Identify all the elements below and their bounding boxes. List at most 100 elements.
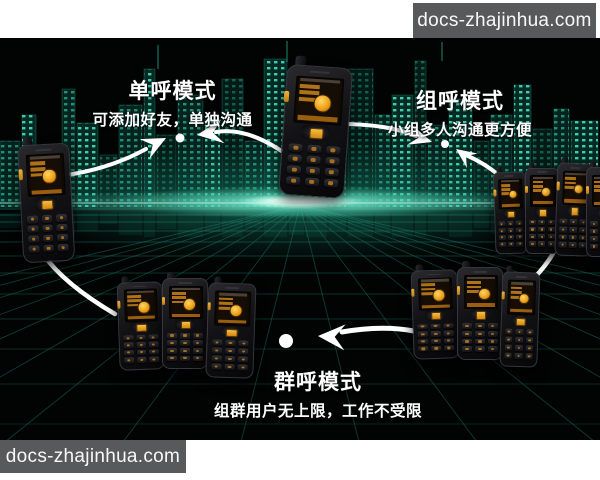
phone-antenna (462, 261, 470, 270)
intercom-phone (499, 265, 541, 368)
phone-side-button (501, 291, 505, 300)
phone-dpad (175, 319, 195, 330)
phone-dpad (34, 196, 58, 212)
phone-side-button (410, 289, 415, 298)
phone-antenna (167, 272, 175, 281)
phone-keypad (590, 221, 600, 250)
intercom-phone (116, 275, 165, 371)
phone-center-key (180, 321, 192, 330)
phone-screen (418, 276, 453, 311)
label-mass-call-mode: 群呼模式 组群用户无上限，工作不受限 (193, 366, 443, 421)
phone-side-button (161, 296, 166, 305)
phone-screen-logo (477, 287, 491, 301)
phone-center-key (136, 323, 148, 332)
phone-speaker (598, 170, 600, 173)
phone-center-key (570, 207, 580, 216)
intercom-phone (410, 263, 460, 360)
intercom-phone (17, 135, 76, 264)
phone-side-button (525, 185, 528, 194)
phone-keypad (498, 220, 524, 248)
phone-speaker (309, 70, 331, 75)
phone-body (410, 269, 460, 360)
watermark-top: docs-zhajinhua.com (413, 3, 596, 38)
top-margin: docs-zhajinhua.com (0, 0, 600, 38)
phone-side-button (207, 302, 212, 311)
phone-screen-logo (508, 189, 518, 200)
phone-center-key (41, 199, 54, 211)
phone-dpad (566, 204, 582, 217)
phone-body (525, 167, 559, 254)
phone-body (492, 171, 528, 255)
phone-screen (293, 75, 345, 126)
phone-keypad (123, 334, 160, 364)
phone-dpad (470, 309, 490, 320)
intercom-phone (456, 261, 503, 360)
phone-side-button (17, 169, 23, 181)
phone-dpad (220, 325, 242, 338)
phone-dpad (503, 208, 517, 219)
phone-side-button (456, 286, 461, 295)
group-call-subtitle: 小组多人沟通更方便 (387, 122, 532, 139)
phone-speaker (472, 271, 488, 273)
single-call-title: 单呼模式 (128, 80, 217, 103)
intercom-phone (525, 162, 559, 254)
phone-screen (214, 290, 251, 327)
phone-screen (507, 279, 537, 316)
phone-center-key (475, 311, 487, 320)
center-glow (0, 143, 600, 263)
mass-call-subtitle: 组群用户无上限，工作不受限 (213, 403, 422, 420)
phone-speaker (569, 166, 581, 170)
intercom-phone (492, 166, 528, 255)
phone-keypad (286, 143, 341, 189)
phone-screen (25, 152, 66, 198)
phone-body (456, 267, 503, 360)
phone-screen (591, 174, 600, 208)
phone-keypad (417, 322, 454, 352)
phone-screen-logo (137, 300, 151, 314)
phone-dpad (425, 309, 446, 321)
intercom-phone (585, 161, 600, 257)
phone-dpad (596, 207, 600, 219)
phone-side-button (585, 185, 589, 194)
phone-speaker (35, 148, 52, 152)
phone-center-key (515, 317, 526, 326)
phone-screen (530, 175, 556, 207)
phone-antenna (590, 161, 596, 170)
phone-body (161, 278, 208, 369)
phone-body (116, 281, 165, 371)
phone-speaker (426, 273, 441, 276)
phone-body (499, 271, 541, 368)
phone-dpad (300, 124, 331, 142)
mass-call-title: 群呼模式 (274, 371, 362, 394)
phone-dpad (534, 206, 550, 217)
phone-screen-logo (228, 303, 243, 318)
phone-center-key (308, 128, 325, 140)
phone-center-key (538, 208, 548, 217)
phone-speaker (536, 171, 548, 174)
phone-body (17, 142, 76, 264)
phone-center-key (430, 312, 442, 321)
phone-speaker (177, 281, 193, 284)
phone-dpad (511, 314, 528, 327)
phone-keypad (167, 332, 203, 362)
phone-keypad (504, 328, 534, 360)
group-call-title: 组呼模式 (416, 90, 504, 113)
phone-speaker (504, 174, 514, 177)
phone-side-button (556, 181, 560, 191)
phone-side-button (493, 189, 497, 197)
label-group-call-mode: 组呼模式 小组多人沟通更方便 (352, 85, 568, 140)
label-single-call-mode: 单呼模式 可添加好友，单独沟通 (50, 75, 295, 130)
phone-center-key (225, 328, 238, 337)
phone-center-key (507, 210, 516, 219)
phone-keypad (26, 214, 69, 254)
phone-screen (464, 275, 498, 309)
intercom-phone (205, 276, 257, 379)
phone-screen (169, 285, 203, 319)
phone-dpad (131, 321, 151, 333)
phone-keypad (558, 218, 588, 249)
phone-screen (123, 288, 158, 323)
phone-screen-logo (313, 93, 333, 113)
phone-body (585, 167, 600, 257)
phone-screen-logo (41, 168, 57, 184)
phone-screen (498, 178, 523, 210)
